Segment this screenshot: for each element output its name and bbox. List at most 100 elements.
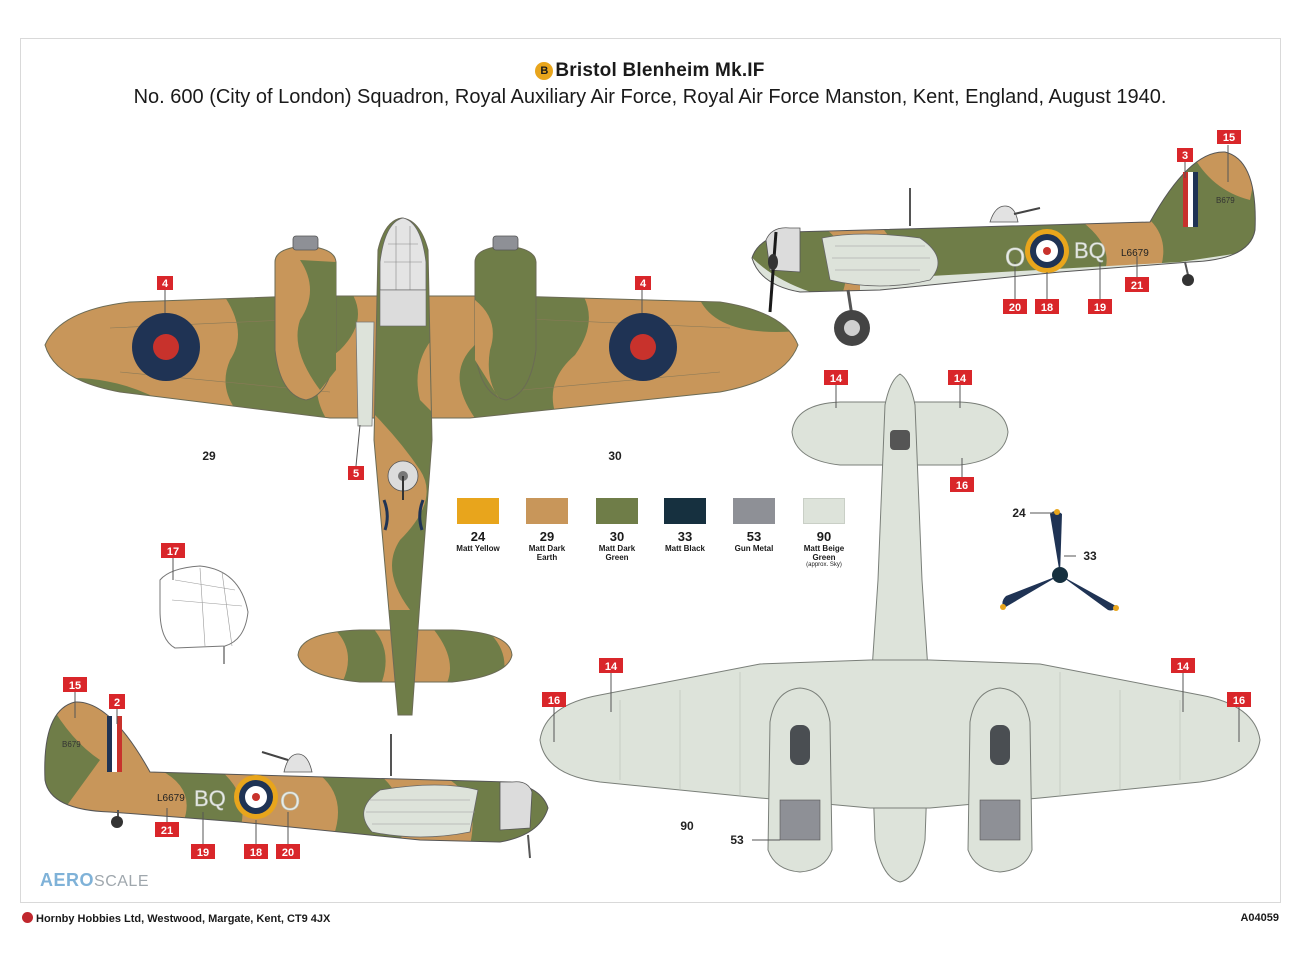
decal-tag-19-right: 19: [1088, 299, 1112, 314]
footer-address: Hornby Hobbies Ltd, Westwood, Margate, K…: [22, 912, 330, 925]
svg-text:14: 14: [1177, 661, 1190, 673]
unit-subtitle: No. 600 (City of London) Squadron, Royal…: [133, 86, 1167, 108]
paint-code: 30: [609, 529, 625, 544]
decal-tag-15-right: 15: [1217, 130, 1241, 144]
paint-swatch-53: 53 Gun Metal: [732, 498, 776, 553]
sheet-frame: [20, 38, 1281, 903]
paint-name: Gun Metal: [734, 544, 774, 553]
paint-name: Matt Dark Green: [598, 544, 636, 562]
decal-tag-19-left: 19: [191, 844, 215, 859]
svg-text:15: 15: [1223, 132, 1235, 144]
underside-view: [539, 373, 1261, 883]
svg-text:17: 17: [167, 546, 179, 558]
decal-tag-14-tail-left: 14: [824, 370, 848, 385]
decal-tag-16-wing-left: 16: [542, 692, 566, 707]
paint-chip: [803, 498, 845, 524]
paint-note: (approx. Sky): [806, 562, 842, 568]
decal-tag-14-wing-left: 14: [599, 658, 623, 673]
propeller-detail: [1000, 509, 1119, 611]
paint-code: 90: [816, 529, 832, 544]
callout-29: 29: [202, 449, 216, 463]
paint-chip: [664, 498, 706, 524]
paint-name: Matt Dark Earth: [528, 544, 566, 562]
decal-tag-2: 2: [109, 694, 125, 709]
svg-text:4: 4: [640, 278, 647, 290]
decal-tag-14-tail-right: 14: [948, 370, 972, 385]
paint-swatch-33: 33 Matt Black: [663, 498, 707, 553]
svg-text:14: 14: [954, 373, 967, 385]
svg-text:14: 14: [605, 661, 618, 673]
serial-left: L6679: [157, 793, 185, 804]
paint-swatch-90: 90 Matt Beige Green (approx. Sky): [802, 498, 846, 569]
svg-text:16: 16: [548, 695, 560, 707]
svg-text:19: 19: [197, 847, 209, 859]
callout-30: 30: [608, 449, 622, 463]
canopy-detail: [159, 565, 249, 664]
svg-text:2: 2: [114, 697, 120, 709]
paint-legend: 24 Matt Yellow 29 Matt Dark Earth 30 Mat…: [452, 498, 862, 578]
fin-serial-right: B679: [1216, 196, 1235, 205]
side-view-left: [44, 701, 549, 859]
footer-code: A04059: [1240, 912, 1279, 924]
letter-left: O: [280, 786, 300, 816]
leader-lines: [74, 145, 1240, 844]
paint-swatch-24: 24 Matt Yellow: [456, 498, 500, 553]
paint-swatch-30: 30 Matt Dark Green: [595, 498, 639, 562]
svg-text:18: 18: [1041, 302, 1053, 314]
wing-roundel-right: [609, 313, 677, 381]
fin-serial-left: B679: [62, 740, 81, 749]
paint-name: Matt Beige Green: [803, 544, 845, 562]
paint-chip: [457, 498, 499, 524]
decal-tag-21-left: 21: [155, 822, 179, 837]
paint-chip: [733, 498, 775, 524]
paint-name: Matt Black: [664, 544, 705, 553]
paint-swatch-29: 29 Matt Dark Earth: [525, 498, 569, 562]
serial-right: L6679: [1121, 248, 1149, 259]
paint-chip: [526, 498, 568, 524]
underside-details: [619, 430, 1181, 841]
decal-tag-14-wing-right: 14: [1171, 658, 1195, 673]
decal-tag-17: 17: [161, 543, 185, 558]
svg-text:14: 14: [830, 373, 843, 385]
letter-right: O: [1005, 242, 1025, 272]
paint-code: 33: [677, 529, 693, 544]
svg-text:4: 4: [162, 278, 169, 290]
decal-tag-20-left: 20: [276, 844, 300, 859]
decal-tag-4-left: 4: [157, 276, 173, 290]
svg-text:18: 18: [250, 847, 262, 859]
svg-text:16: 16: [956, 480, 968, 492]
decal-tag-18-right: 18: [1035, 299, 1059, 314]
paint-chip: [596, 498, 638, 524]
svg-text:15: 15: [69, 680, 81, 692]
decal-tag-15-left: 15: [63, 677, 87, 692]
wing-roundel-left: [132, 313, 200, 381]
footer-address-text: Hornby Hobbies Ltd, Westwood, Margate, K…: [36, 913, 331, 925]
svg-text:21: 21: [161, 825, 173, 837]
aircraft-markings: O BQ L6679 B679 BQ O L6679 B679: [62, 196, 1235, 816]
svg-text:19: 19: [1094, 302, 1106, 314]
callout-90: 90: [680, 819, 694, 833]
callout-33: 33: [1083, 549, 1097, 563]
svg-text:20: 20: [282, 847, 294, 859]
decal-tag-5: 5: [348, 466, 364, 480]
paint-name: Matt Yellow: [456, 544, 500, 553]
callout-24: 24: [1012, 506, 1026, 520]
svg-text:20: 20: [1009, 302, 1021, 314]
aircraft-title-text: Bristol Blenheim Mk.IF: [555, 60, 765, 81]
airfix-logo-icon: [22, 912, 33, 923]
svg-text:21: 21: [1131, 280, 1143, 292]
decal-tag-20-right: 20: [1003, 299, 1027, 314]
paint-code: 29: [539, 529, 555, 544]
svg-text:3: 3: [1182, 150, 1188, 162]
decal-tag-18-left: 18: [244, 844, 268, 859]
svg-text:16: 16: [1233, 695, 1245, 707]
decal-tag-21-right: 21: [1125, 277, 1149, 292]
top-nacelle-left: [274, 235, 337, 401]
decal-tag-16-tail: 16: [950, 477, 974, 492]
paint-code: 24: [470, 529, 486, 544]
scheme-badge: B: [535, 62, 554, 80]
paint-code: 53: [746, 529, 762, 544]
